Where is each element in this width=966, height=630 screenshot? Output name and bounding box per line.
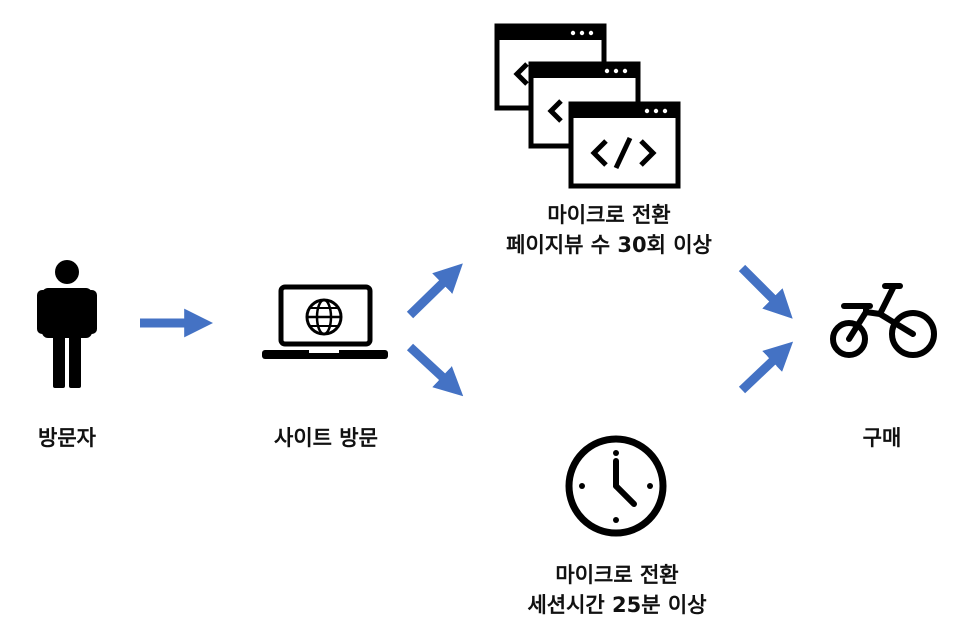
arrow-session-to-purchase — [738, 341, 794, 394]
site-visit-label: 사이트 방문 — [274, 426, 378, 450]
arrow-pageviews-to-purchase — [738, 264, 793, 319]
purchase-label: 구매 — [862, 426, 902, 450]
session-condition-line2: 세션시간 25분 이상 — [527, 593, 707, 617]
visitor-label: 방문자 — [38, 426, 96, 450]
pageviews-condition-line1: 마이크로 전환 — [547, 203, 671, 227]
bicycle-icon — [830, 283, 937, 358]
pageviews-condition-line2: 페이지뷰 수 30회 이상 — [506, 233, 712, 257]
session-condition-line1: 마이크로 전환 — [555, 563, 679, 587]
laptop-globe-icon — [262, 284, 388, 359]
pageviews-condition-label: 마이크로 전환 페이지뷰 수 30회 이상 — [506, 200, 712, 260]
clock-icon — [565, 435, 667, 537]
person-icon — [37, 260, 97, 388]
code-windows-icon — [494, 23, 681, 189]
arrow-site-to-session — [406, 343, 464, 397]
session-condition-label: 마이크로 전환 세션시간 25분 이상 — [527, 560, 706, 620]
arrow-site-to-pageviews — [406, 263, 463, 319]
